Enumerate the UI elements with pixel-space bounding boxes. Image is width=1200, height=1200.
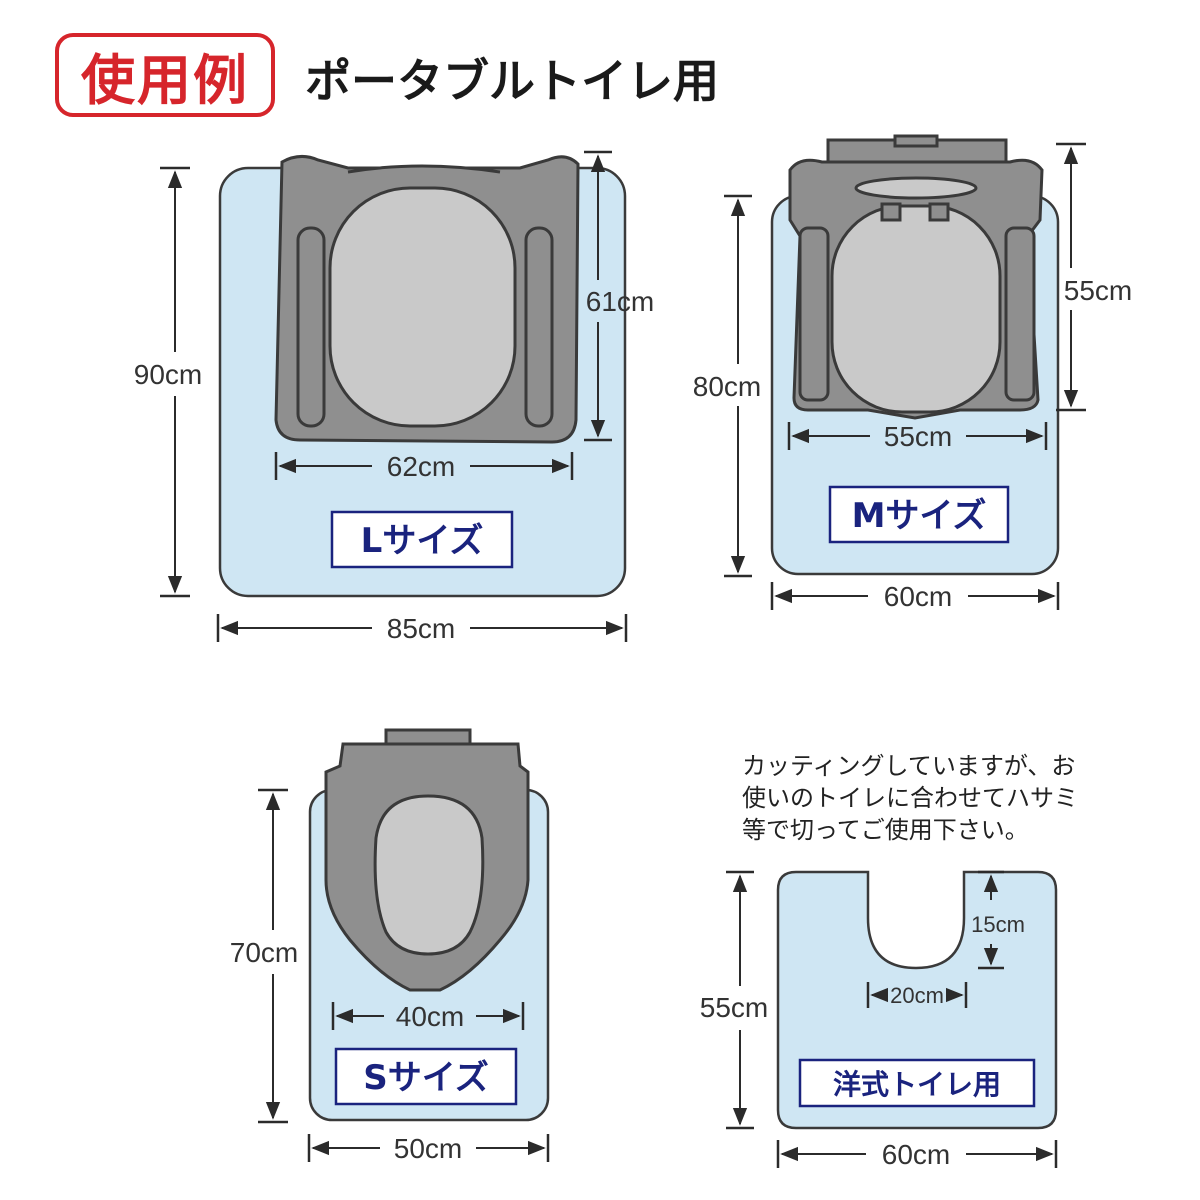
cut-width-label: 20cm: [890, 983, 944, 1008]
cut-depth-label: 15cm: [971, 912, 1025, 937]
m-size-toilet: [788, 134, 1044, 420]
l-toilet-width-label: 62cm: [387, 451, 455, 482]
cutting-note: カッティングしていますが、お使いのトイレに合わせてハサミ等で切ってご使用下さい。: [742, 752, 1078, 844]
s-toilet-width-label: 40cm: [396, 1001, 464, 1032]
western-toilet-diagram: 15cm 20cm 55cm 60cm 洋式トイレ用: [700, 870, 1058, 1170]
m-height-label: 80cm: [693, 371, 761, 402]
l-width-label: 85cm: [387, 613, 455, 644]
s-size-toilet: [324, 728, 530, 992]
l-size-label: Lサイズ: [361, 521, 484, 561]
m-toilet-height-label: 55cm: [1064, 275, 1132, 306]
s-height-label: 70cm: [230, 937, 298, 968]
l-height-label: 90cm: [134, 359, 202, 390]
western-toilet-label: 洋式トイレ用: [833, 1068, 1001, 1101]
m-toilet-width-label: 55cm: [884, 421, 952, 452]
w-width-label: 60cm: [882, 1139, 950, 1170]
s-size-label: Sサイズ: [363, 1058, 488, 1098]
m-size-diagram: 80cm 60cm 55cm 55cm Mサイズ: [693, 134, 1132, 612]
page-title: ポータブルトイレ用: [305, 54, 719, 108]
m-width-label: 60cm: [884, 581, 952, 612]
m-size-label: Mサイズ: [852, 496, 987, 536]
w-height-label: 55cm: [700, 992, 768, 1023]
l-toilet-height-label: 61cm: [586, 286, 654, 317]
usage-example-badge: 使用例: [55, 33, 275, 117]
s-size-diagram: 70cm 50cm 40cm Sサイズ: [230, 728, 550, 1164]
l-size-toilet: [274, 155, 580, 444]
l-size-diagram: 90cm 85cm 61cm 62cm Lサイズ: [134, 150, 654, 644]
s-width-label: 50cm: [394, 1133, 462, 1164]
